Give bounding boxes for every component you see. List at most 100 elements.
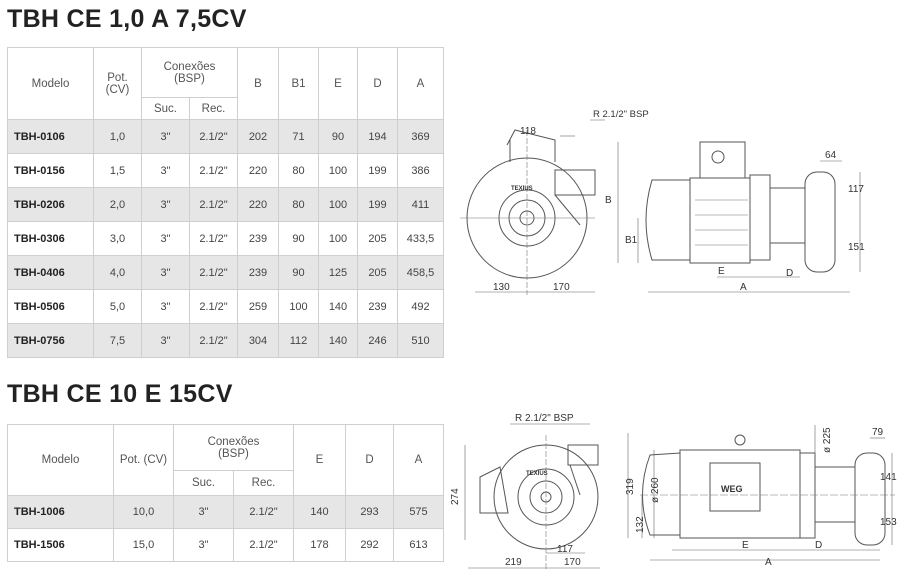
cell-rec: 2.1/2" [189,255,238,290]
cell-pot: 1,5 [93,153,142,188]
spec-table-1: Modelo Pot. (CV) Conexões (BSP) B B1 E D… [7,47,444,358]
dim-151: 151 [848,242,865,253]
dim-274: 274 [450,488,461,505]
cell-modelo: TBH-0756 [7,323,94,358]
pump-front-view-2: R 2.1/2" BSP 274 117 219 170 TEXIUS [450,413,600,570]
cell-b1: 100 [278,289,319,324]
cell-rec: 2.1/2" [189,153,238,188]
cell-e: 140 [293,495,346,529]
cell-pot: 5,0 [93,289,142,324]
section1-title: TBH CE 1,0 A 7,5CV [7,5,247,33]
thread-label: R 2.1/2" BSP [593,109,649,120]
header-a: A [393,424,444,496]
cell-rec: 2.1/2" [189,187,238,222]
cell-a: 411 [397,187,444,222]
section2-title: TBH CE 10 E 15CV [7,380,233,408]
header-d: D [357,47,398,120]
cell-suc: 3" [141,289,190,324]
cell-suc: 3" [141,119,190,154]
cell-e: 90 [318,119,358,154]
cell-d: 205 [357,221,398,256]
cell-pot: 10,0 [113,495,174,529]
header-d: D [345,424,394,496]
cell-d: 292 [345,528,394,562]
cell-suc: 3" [173,528,234,562]
cell-d: 199 [357,153,398,188]
dim-b1: B1 [625,235,638,246]
dim-130: 130 [493,282,510,293]
cell-pot: 15,0 [113,528,174,562]
cell-modelo: TBH-1506 [7,528,114,562]
cell-rec: 2.1/2" [233,495,294,529]
dim-64: 64 [825,150,837,161]
cell-a: 458,5 [397,255,444,290]
cell-b: 239 [237,221,279,256]
dim-a: A [740,282,747,293]
dim-170: 170 [564,557,581,568]
dim-319: 319 [625,478,636,495]
cell-b: 259 [237,289,279,324]
dim-260: ø 260 [650,477,661,503]
cell-e: 100 [318,221,358,256]
cell-suc: 3" [141,323,190,358]
pump-side-view-1: B B1 E D A 64 117 151 [605,141,865,293]
cell-e: 140 [318,289,358,324]
thread-label: R 2.1/2" BSP [515,413,574,424]
dim-117: 117 [848,184,864,195]
cell-d: 246 [357,323,398,358]
cell-d: 293 [345,495,394,529]
cell-suc: 3" [141,221,190,256]
cell-pot: 2,0 [93,187,142,222]
cell-d: 205 [357,255,398,290]
cell-modelo: TBH-0206 [7,187,94,222]
spec-table-2: Modelo Pot. (CV) Conexões (BSP) E D A Su… [7,424,444,562]
cell-b1: 80 [278,187,319,222]
cell-suc: 3" [141,187,190,222]
cell-b1: 112 [278,323,319,358]
header-rec: Rec. [233,470,294,496]
header-conexoes: Conexões (BSP) [173,424,294,471]
cell-pot: 1,0 [93,119,142,154]
header-conexoes: Conexões (BSP) [141,47,238,98]
cell-b: 239 [237,255,279,290]
header-e: E [293,424,346,496]
cell-suc: 3" [141,255,190,290]
cell-a: 613 [393,528,444,562]
dim-e: E [742,540,749,551]
dim-118: 118 [520,126,536,137]
cell-b1: 71 [278,119,319,154]
cell-a: 369 [397,119,444,154]
header-conexoes-label: Conexões (BSP) [207,435,260,460]
header-suc: Suc. [141,97,190,120]
cell-pot: 4,0 [93,255,142,290]
cell-a: 433,5 [397,221,444,256]
cell-e: 125 [318,255,358,290]
header-a: A [397,47,444,120]
pump-side-view-2: WEG 319 132 ø 260 ø 225 E D A 79 141 153 [625,425,897,568]
dim-225: ø 225 [822,427,833,453]
cell-modelo: TBH-0106 [7,119,94,154]
dim-d: D [786,268,793,279]
header-modelo: Modelo [7,47,94,120]
dim-a: A [765,557,772,568]
cell-b1: 90 [278,255,319,290]
dim-153: 153 [880,517,897,528]
header-modelo: Modelo [7,424,114,496]
cell-b: 304 [237,323,279,358]
cell-b: 220 [237,187,279,222]
cell-modelo: TBH-1006 [7,495,114,529]
dim-117: 117 [557,544,573,555]
cell-e: 178 [293,528,346,562]
cell-rec: 2.1/2" [189,119,238,154]
cell-b1: 90 [278,221,319,256]
header-e: E [318,47,358,120]
header-pot: Pot. (CV) [113,424,174,496]
header-pot-label: Pot. (CV) [105,71,130,96]
cell-pot: 7,5 [93,323,142,358]
cell-e: 140 [318,323,358,358]
cell-a: 575 [393,495,444,529]
